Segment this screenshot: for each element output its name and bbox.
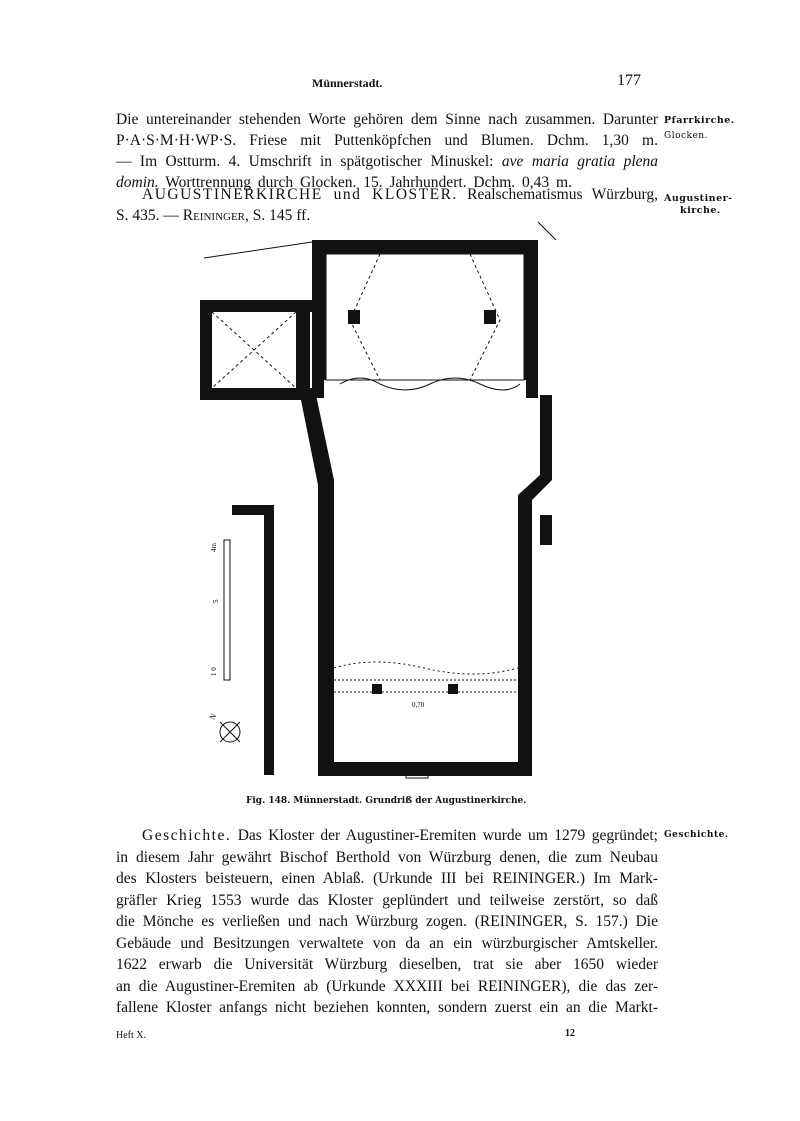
text-line: die Mönche es verließen und nach Würzbur…	[116, 913, 658, 930]
text-line: Die untereinander stehenden Worte gehöre…	[116, 111, 658, 128]
text-line: in diesem Jahr gewährt Bischof Berthold …	[116, 849, 658, 866]
text-segment: , S. 145 ff.	[245, 207, 311, 224]
text-line: an die Augustiner-Eremiten ab (Urkunde X…	[116, 978, 658, 995]
scale-bar	[223, 539, 231, 681]
text-line: gräfler Krieg 1553 wurde das Kloster gep…	[116, 892, 658, 909]
dimension-label: 0,70	[412, 701, 425, 709]
margin-note: kirche.	[680, 205, 721, 216]
footer-signature: Heft X.	[116, 1030, 146, 1041]
text-line: des Klosters beisteuern, einen Ablaß. (U…	[116, 870, 658, 887]
text-segment: Worttrennung durch Glocken. 15. Jahrhund…	[165, 174, 572, 191]
text-segment: Das Kloster der Augustiner-Eremiten wurd…	[237, 827, 658, 844]
north-wall	[312, 240, 538, 254]
sheet-number: 12	[565, 1028, 575, 1039]
figure-caption: Fig. 148. Münnerstadt. Grundriß der Augu…	[246, 796, 527, 806]
italic-text: ave maria gratia plena	[501, 153, 659, 170]
north-arrow-icon	[219, 721, 241, 743]
scale-label: 1 0	[210, 667, 218, 676]
margin-note: Augustiner-	[664, 193, 733, 204]
margin-note: Geschichte.	[664, 830, 729, 840]
scale-label: 4m	[210, 543, 218, 553]
text-segment: — Im Ostturm. 4. Umschrift in spätgotisc…	[116, 153, 494, 170]
paragraph-lead: Geschichte.	[142, 827, 232, 844]
section-heading: AUGUSTINERKIRCHE und KLOSTER. Realschema…	[142, 185, 658, 205]
text-line: Geschichte. Das Kloster der Augustiner-E…	[142, 826, 658, 846]
heading-rest: Realschematismus Würzburg,	[467, 186, 659, 203]
text-line: domin. Worttrennung durch Glocken. 15. J…	[116, 173, 658, 193]
running-title: Münnerstadt.	[312, 76, 383, 90]
italic-text: domin.	[116, 174, 159, 191]
text-line: P·A·S·M·H·WP·S. Friese mit Puttenköpfche…	[116, 132, 658, 149]
scale-label: 5	[212, 599, 220, 603]
text-segment: S. 435. —	[116, 207, 179, 224]
north-label: N	[208, 712, 219, 722]
text-line: fallene Kloster anfangs nicht beziehen k…	[116, 999, 658, 1016]
south-wall	[318, 762, 532, 776]
text-line: Gebäude und Besitzungen verwaltete von d…	[116, 935, 658, 952]
author-name: Reininger	[182, 207, 246, 224]
floor-plan: 0,70 4m 5 1 0 N	[200, 221, 557, 779]
text-line: — Im Ostturm. 4. Umschrift in spätgotisc…	[116, 152, 658, 172]
heading-title: AUGUSTINERKIRCHE und KLOSTER.	[142, 186, 458, 203]
page-number: 177	[617, 72, 641, 89]
margin-note: Pfarrkirche.	[664, 115, 735, 126]
text-line: S. 435. — Reininger, S. 145 ff.	[116, 206, 658, 226]
text-line: 1622 erwarb die Universität Würzburg die…	[116, 956, 658, 973]
margin-note: Glocken.	[664, 131, 708, 141]
